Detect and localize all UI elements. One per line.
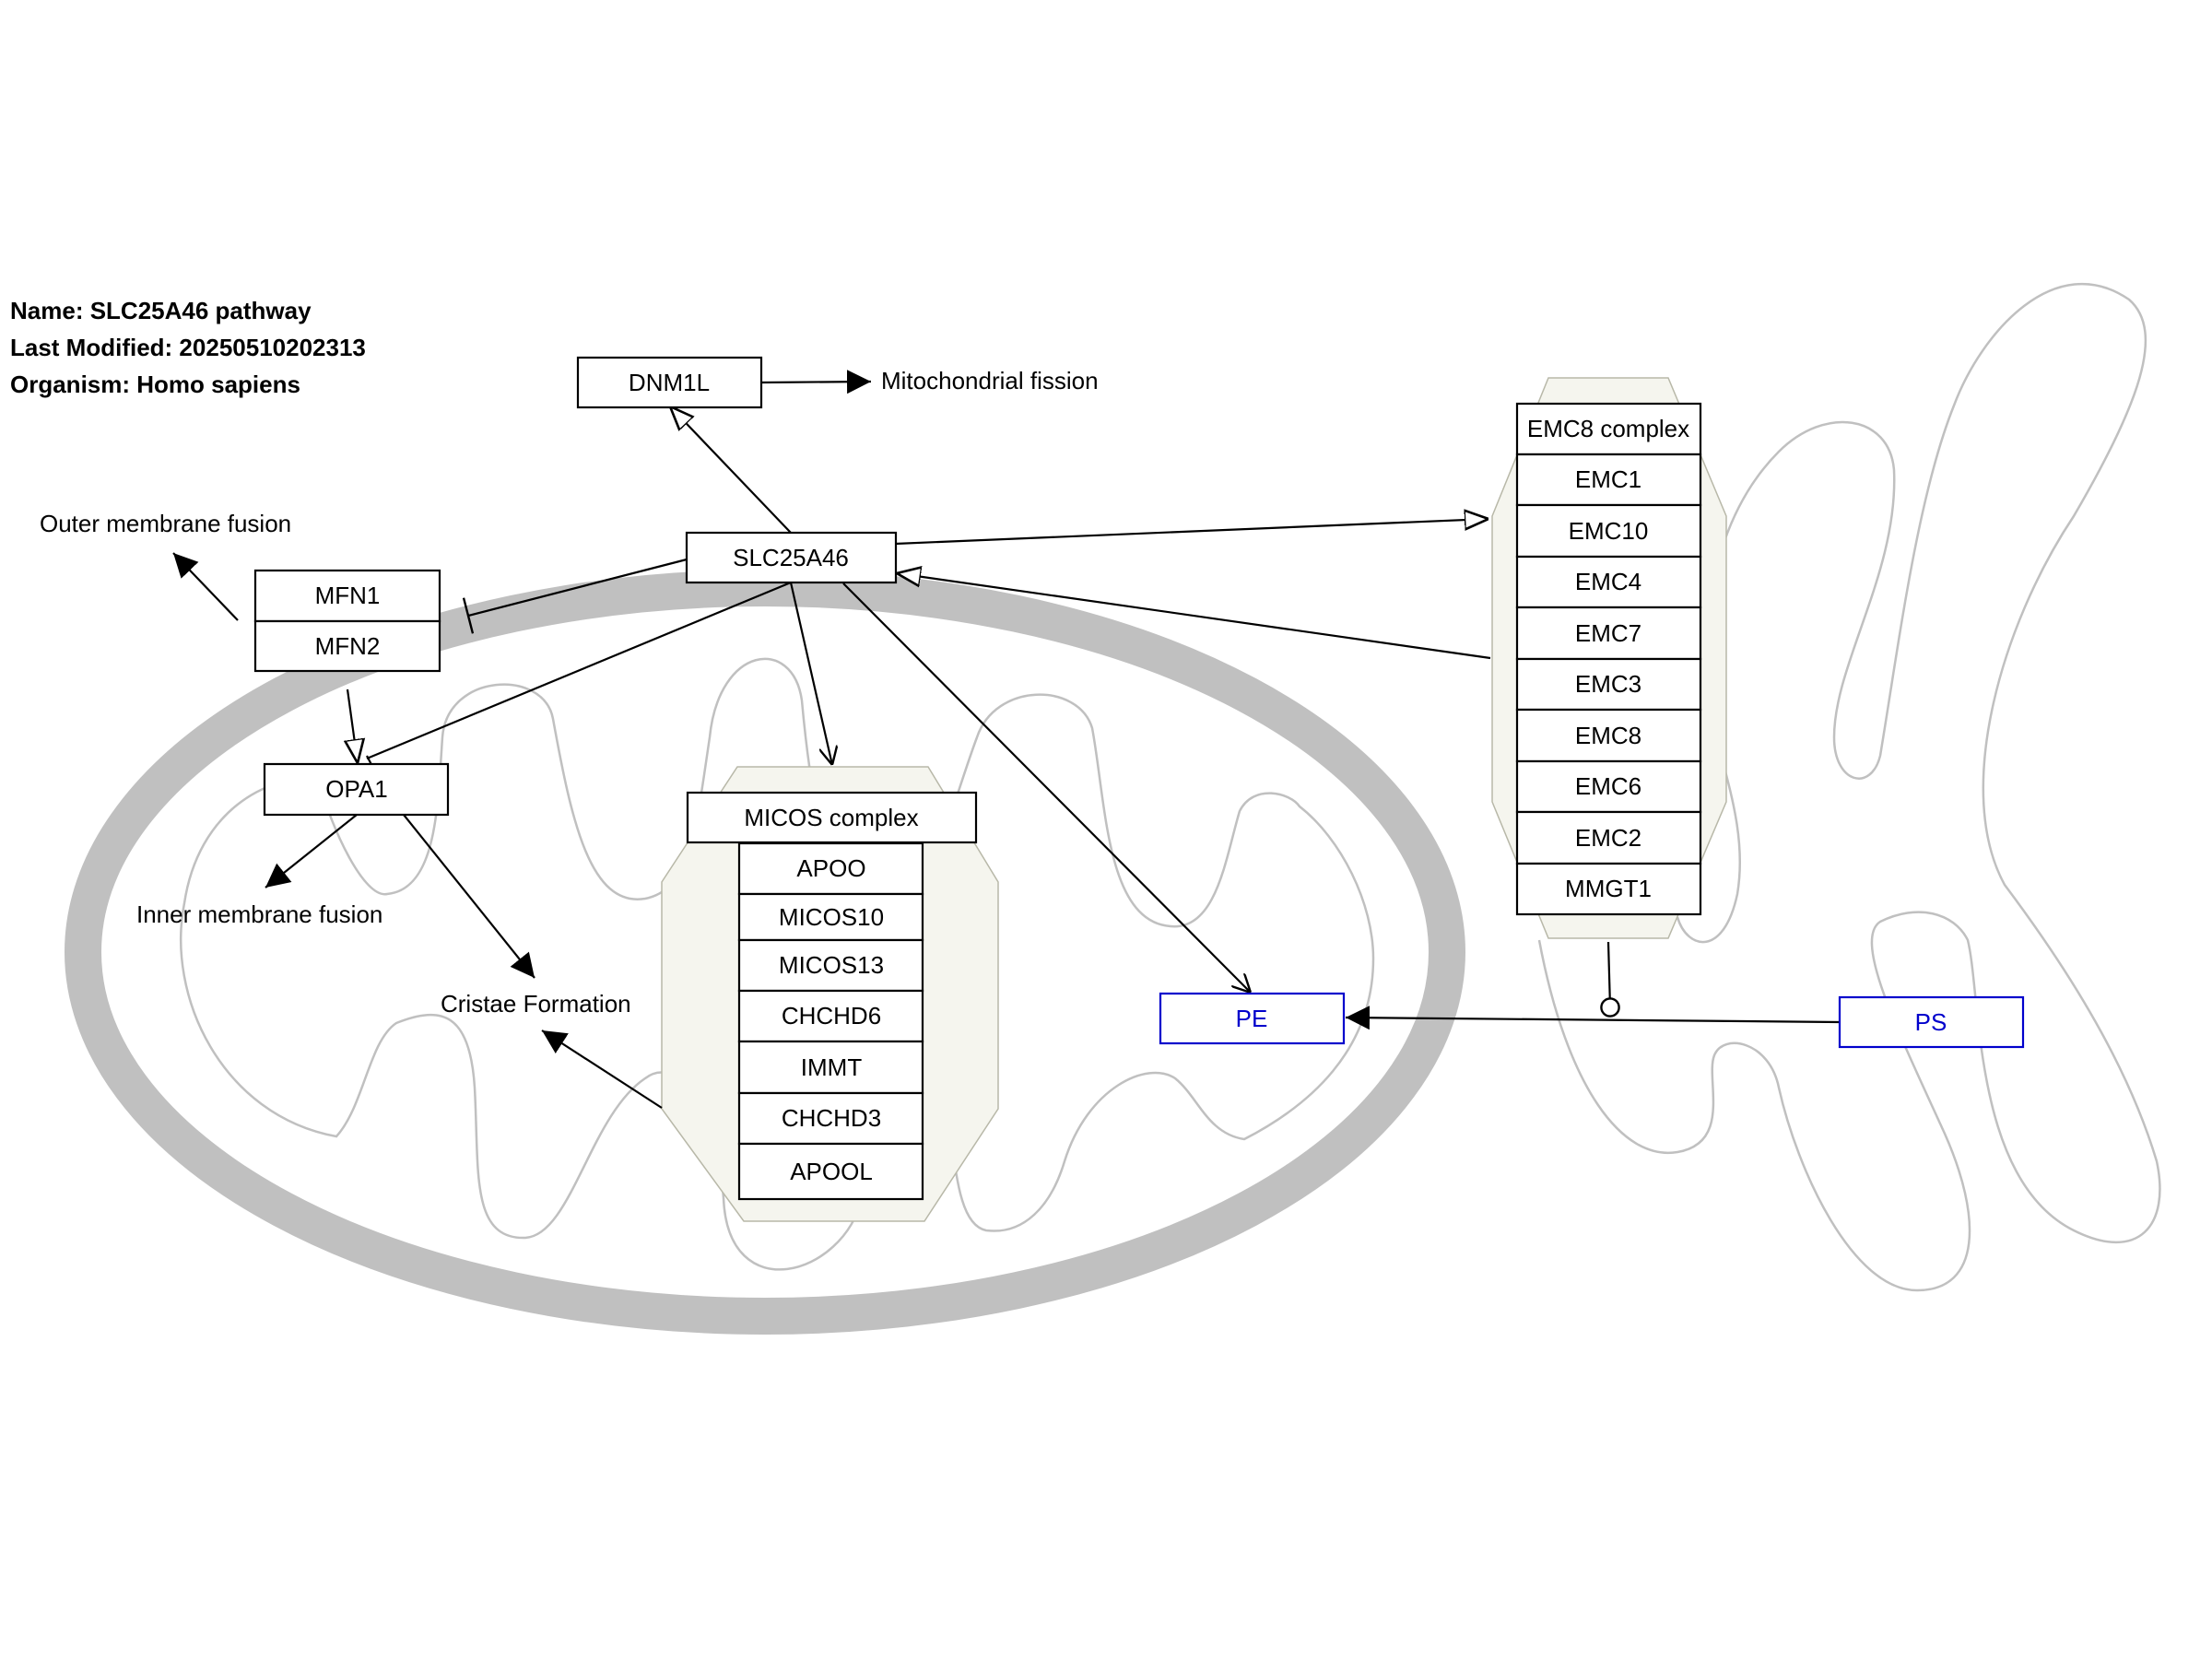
emc-member-mmgt1[interactable]: MMGT1 bbox=[1515, 862, 1702, 916]
emc-member-emc4[interactable]: EMC4 bbox=[1515, 555, 1702, 609]
emc8-complex-title: EMC8 complex bbox=[1527, 415, 1689, 442]
label-cristae-formation: Cristae Formation bbox=[441, 990, 631, 1018]
svg-text:IMMT: IMMT bbox=[801, 1053, 863, 1081]
organism: Organism: Homo sapiens bbox=[10, 371, 300, 398]
micos-member-apoo[interactable]: APOO bbox=[737, 841, 924, 896]
svg-text:CHCHD3: CHCHD3 bbox=[782, 1104, 881, 1132]
svg-text:EMC8: EMC8 bbox=[1575, 722, 1641, 749]
svg-text:APOO: APOO bbox=[796, 854, 865, 882]
svg-text:MMGT1: MMGT1 bbox=[1565, 875, 1652, 902]
emc-member-emc10[interactable]: EMC10 bbox=[1515, 503, 1702, 559]
emc-member-emc3[interactable]: EMC3 bbox=[1515, 657, 1702, 712]
emc-member-emc2[interactable]: EMC2 bbox=[1515, 810, 1702, 865]
metabolite-pe[interactable]: PE bbox=[1159, 992, 1346, 1045]
svg-text:OPA1: OPA1 bbox=[325, 775, 387, 803]
svg-text:EMC1: EMC1 bbox=[1575, 465, 1641, 493]
label-inner-membrane-fusion: Inner membrane fusion bbox=[136, 900, 382, 928]
svg-text:PS: PS bbox=[1915, 1008, 1947, 1036]
svg-text:PE: PE bbox=[1236, 1005, 1268, 1032]
micos-members: APOO MICOS10 MICOS13 CHCHD6 IMMT CHCHD3 … bbox=[737, 841, 924, 1201]
edge-slc25a46-to-emc8 bbox=[894, 519, 1488, 546]
micos-complex-title: MICOS complex bbox=[744, 804, 918, 831]
edge-slc25a46-inhibits-mfn bbox=[462, 558, 688, 634]
emc-member-emc8[interactable]: EMC8 bbox=[1515, 708, 1702, 763]
edge-mfn-to-outer-fusion bbox=[172, 552, 239, 621]
edge-slc25a46-to-pe bbox=[842, 582, 1251, 993]
info-header: Name: SLC25A46 pathway Last Modified: 20… bbox=[10, 297, 366, 398]
gene-slc25a46[interactable]: SLC25A46 bbox=[685, 531, 898, 584]
svg-text:CHCHD6: CHCHD6 bbox=[782, 1002, 881, 1030]
emc-member-emc1[interactable]: EMC1 bbox=[1515, 453, 1702, 507]
svg-text:MFN2: MFN2 bbox=[315, 632, 381, 660]
svg-text:MICOS10: MICOS10 bbox=[779, 903, 884, 931]
svg-text:EMC10: EMC10 bbox=[1569, 517, 1649, 545]
emc8-complex[interactable]: EMC8 complex bbox=[1515, 402, 1702, 456]
svg-text:DNM1L: DNM1L bbox=[629, 369, 710, 396]
micos-complex[interactable]: MICOS complex bbox=[686, 791, 978, 844]
svg-text:APOOL: APOOL bbox=[790, 1158, 873, 1185]
micos-member-chchd3[interactable]: CHCHD3 bbox=[737, 1091, 924, 1146]
gene-mfn1[interactable]: MFN1 bbox=[253, 569, 441, 623]
edge-emc8-to-slc25a46 bbox=[897, 573, 1491, 660]
edge-slc25a46-to-dnm1l bbox=[670, 406, 792, 534]
edge-opa1-to-inner-fusion bbox=[265, 814, 358, 888]
micos-member-chchd6[interactable]: CHCHD6 bbox=[737, 989, 924, 1043]
edge-emc8-binds-ps-pe bbox=[1600, 941, 1620, 1018]
interaction-edges bbox=[172, 370, 1841, 1109]
edge-slc25a46-to-opa1 bbox=[366, 581, 792, 760]
last-modified: Last Modified: 20250510202313 bbox=[10, 334, 366, 361]
label-mitochondrial-fission: Mitochondrial fission bbox=[881, 367, 1099, 394]
label-outer-membrane-fusion: Outer membrane fusion bbox=[40, 510, 291, 537]
edge-ps-to-pe bbox=[1345, 1006, 1841, 1030]
micos-member-apool[interactable]: APOOL bbox=[737, 1142, 924, 1201]
edge-mfn-to-opa1 bbox=[347, 688, 358, 763]
emc-members: EMC1 EMC10 EMC4 EMC7 EMC3 EMC8 EMC6 EMC bbox=[1515, 453, 1702, 916]
outer-membrane bbox=[65, 570, 1465, 1335]
edge-opa1-to-cristae bbox=[403, 814, 535, 979]
edge-slc25a46-to-micos bbox=[789, 582, 832, 765]
emc-member-emc6[interactable]: EMC6 bbox=[1515, 759, 1702, 814]
micos-member-micos10[interactable]: MICOS10 bbox=[737, 892, 924, 942]
micos-member-immt[interactable]: IMMT bbox=[737, 1040, 924, 1095]
emc-member-emc7[interactable]: EMC7 bbox=[1515, 606, 1702, 661]
inner-membrane-right bbox=[1537, 282, 2161, 1292]
metabolite-ps[interactable]: PS bbox=[1838, 995, 2025, 1049]
svg-text:MFN1: MFN1 bbox=[315, 582, 381, 609]
pathway-name: Name: SLC25A46 pathway bbox=[10, 297, 312, 324]
svg-text:EMC3: EMC3 bbox=[1575, 670, 1641, 698]
gene-mfn2[interactable]: MFN2 bbox=[253, 619, 441, 673]
micos-member-micos13[interactable]: MICOS13 bbox=[737, 938, 924, 993]
mitochondrion-right bbox=[1537, 282, 2161, 1292]
gene-dnm1l[interactable]: DNM1L bbox=[576, 356, 763, 409]
svg-text:EMC7: EMC7 bbox=[1575, 619, 1641, 647]
svg-text:SLC25A46: SLC25A46 bbox=[733, 544, 849, 571]
svg-text:EMC4: EMC4 bbox=[1575, 568, 1641, 595]
gene-opa1[interactable]: OPA1 bbox=[263, 762, 450, 817]
edge-micos-to-cristae bbox=[541, 1030, 663, 1109]
svg-text:EMC2: EMC2 bbox=[1575, 824, 1641, 852]
svg-text:MICOS13: MICOS13 bbox=[779, 951, 884, 979]
svg-text:EMC6: EMC6 bbox=[1575, 772, 1641, 800]
